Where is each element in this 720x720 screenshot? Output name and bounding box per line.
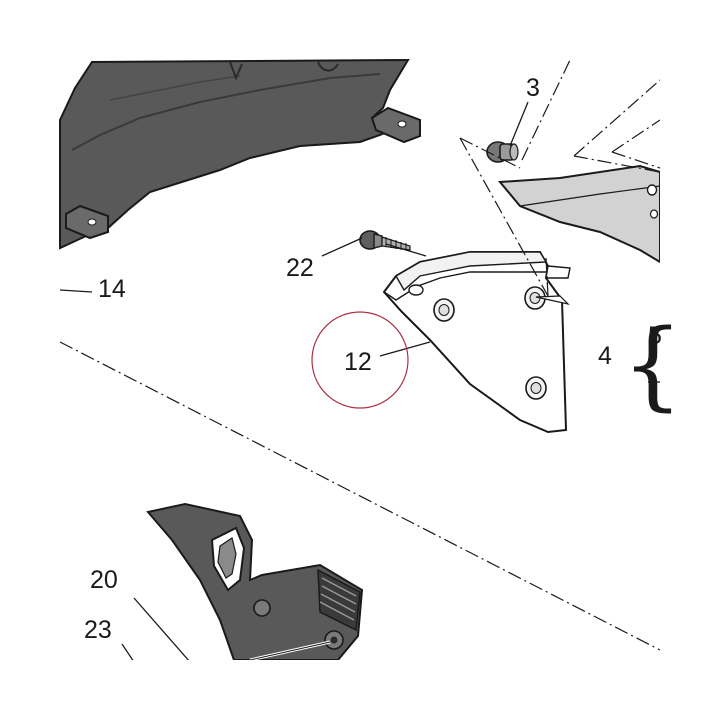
light-panel-part (497, 164, 661, 264)
part-12-bracket-fold (383, 271, 548, 301)
part-14-tab (65, 204, 109, 240)
part-14-panel (59, 58, 421, 250)
part-14-slot (317, 61, 339, 72)
part-20-window-inner (217, 537, 237, 579)
part-3-nut (486, 141, 519, 163)
part-12-bracket-tab (545, 265, 571, 279)
part-20-boss (253, 599, 271, 617)
callout-22: 22 (286, 254, 314, 282)
part-14-tab-hole (87, 218, 97, 226)
part-20-panel (146, 502, 364, 662)
part-20-body (146, 502, 364, 661)
assembly-centerlines (59, 59, 661, 651)
part-12-boss-hole (530, 382, 542, 394)
part-14-ridge (109, 75, 241, 101)
part-12-arrow (535, 295, 570, 306)
callout-5: 5 (648, 322, 662, 350)
part-12-slot-hole (408, 284, 424, 296)
light-panel-edge (519, 185, 661, 207)
callout-4: 4 (598, 342, 612, 370)
leader-lines (59, 101, 660, 663)
light-panel-body (497, 164, 661, 264)
part-14-body (59, 58, 410, 250)
part-20-vent-grille (317, 568, 361, 632)
light-panel-hole (646, 184, 658, 196)
part-14-slot (229, 61, 243, 81)
crop-mask-right (660, 0, 720, 720)
part-12-bracket (382, 251, 571, 434)
callout-12: 12 (344, 348, 372, 376)
part-14-tab-hole (397, 120, 407, 128)
part-20-boss-hole (330, 636, 338, 644)
callout-3: 3 (526, 74, 540, 102)
callout-14: 14 (98, 275, 126, 303)
part-12-boss-hole (438, 304, 450, 316)
part-14-ridge (71, 73, 381, 151)
part-14-tab (370, 106, 421, 144)
brace-4: { (622, 309, 683, 421)
light-panel-hole (649, 209, 659, 219)
callout-20: 20 (90, 566, 118, 594)
callout-23: 23 (84, 616, 112, 644)
part-22-screw (359, 230, 411, 251)
crop-mask-bottom (0, 660, 720, 720)
part-20-fastener-leader (249, 641, 331, 661)
part-12-highlight-circle (311, 311, 409, 409)
